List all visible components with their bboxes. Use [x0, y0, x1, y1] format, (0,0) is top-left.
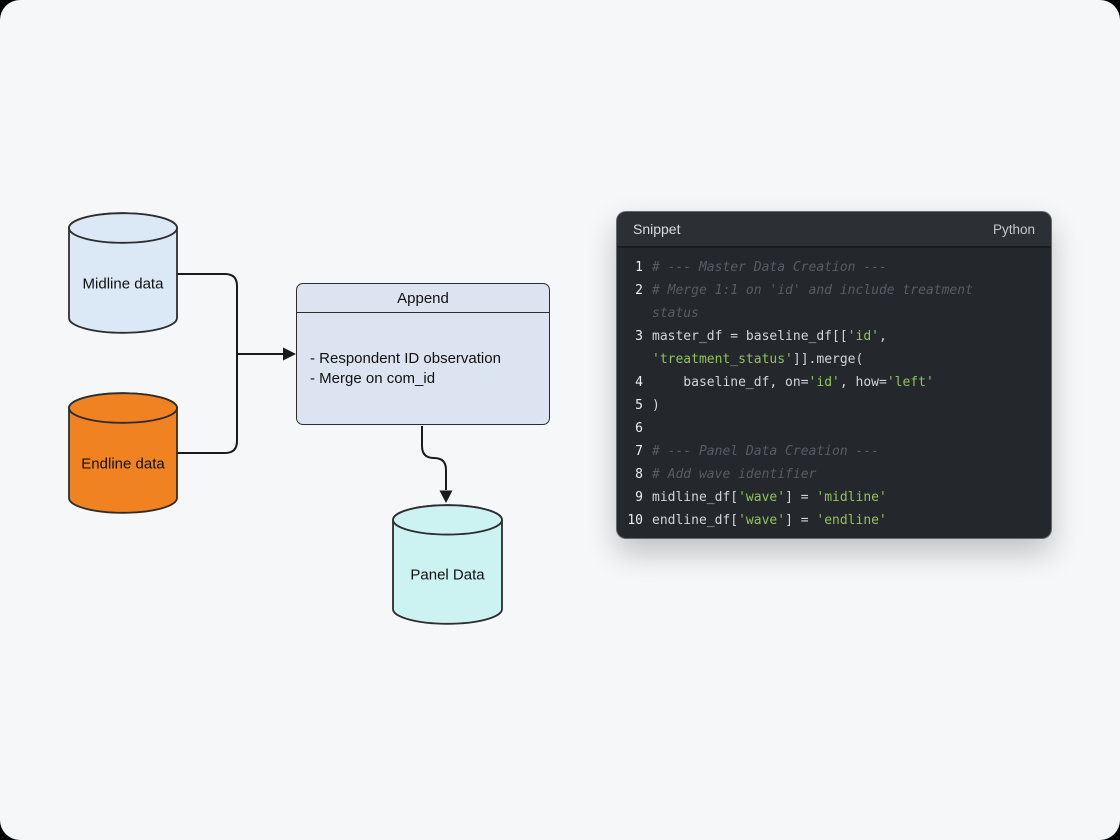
code-line-9: 7 # --- Panel Data Creation ---: [625, 440, 1039, 463]
code-line-4: 3 master_df = baseline_df[['id',: [625, 325, 1039, 348]
midline-data-cylinder: Midline data: [68, 212, 178, 334]
code-text: # --- Panel Data Creation ---: [652, 444, 879, 459]
code-text: # Merge 1:1 on 'id' and include treatmen…: [652, 283, 973, 298]
code-line-12: 10 endline_df['wave'] = 'endline': [625, 509, 1039, 532]
code-text: endline_df['wave'] = 'endline': [652, 513, 887, 528]
code-line-7: 5): [625, 394, 1039, 417]
append-box-item-1: - Respondent ID observation: [310, 350, 501, 367]
line-number: 1: [635, 260, 643, 275]
line-number: 7: [635, 444, 643, 459]
line-number: 8: [635, 467, 643, 482]
merge-connector-line: [177, 273, 238, 454]
append-box-item-2: - Merge on com_id: [310, 370, 436, 387]
code-text: ): [652, 398, 660, 413]
cylinder-shape: [392, 504, 503, 625]
code-line-6: 4 baseline_df, on='id', how='left': [625, 371, 1039, 394]
midline-cylinder-label: Midline data: [82, 275, 164, 293]
line-number: [625, 302, 643, 325]
line-number: 3: [635, 329, 643, 344]
snippet-panel: Snippet Python 1 # --- Master Data Creati…: [616, 211, 1052, 539]
endline-data-cylinder: Endline data: [68, 392, 178, 514]
snippet-language-badge: Python: [992, 221, 1035, 237]
panel-data-cylinder: Panel Data: [392, 504, 503, 625]
code-line-3: status: [625, 302, 1039, 325]
code-line-1: 1 # --- Master Data Creation ---: [625, 256, 1039, 279]
append-box-title: Append: [297, 284, 549, 313]
output-arrowhead-icon: [439, 490, 453, 503]
code-lines: 1 # --- Master Data Creation --- 2 # Merge …: [617, 248, 1051, 538]
code-text: master_df = baseline_df[['id',: [652, 329, 887, 344]
merge-arrowhead-icon: [283, 347, 296, 361]
code-text: 'treatment_status']].merge(: [652, 352, 864, 367]
append-process-box: Append - Respondent ID observation - Mer…: [296, 283, 550, 425]
code-line-2: 2 # Merge 1:1 on 'id' and include treatme…: [625, 279, 1039, 302]
line-number: [625, 348, 643, 371]
code-text: # Add wave identifier: [652, 467, 817, 482]
line-number: 5: [635, 398, 643, 413]
code-text: baseline_df, on='id', how='left': [652, 375, 934, 390]
line-number: 10: [627, 513, 643, 528]
output-arrow-shaft: [421, 426, 447, 490]
line-number: 6: [635, 421, 643, 436]
code-line-8: 6: [625, 417, 1039, 440]
code-text: # --- Master Data Creation ---: [652, 260, 887, 275]
cylinder-shape: [68, 392, 178, 514]
code-text: midline_df['wave'] = 'midline': [652, 490, 887, 505]
code-line-10: 8 # Add wave identifier: [625, 463, 1039, 486]
panel-cylinder-label: Panel Data: [410, 566, 485, 584]
snippet-header: Snippet Python: [617, 212, 1051, 248]
append-box-body: - Respondent ID observation - Merge on c…: [297, 314, 549, 424]
code-line-5: 'treatment_status']].merge(: [625, 348, 1039, 371]
snippet-title: Snippet: [633, 221, 681, 237]
line-number: 9: [635, 490, 643, 505]
cylinder-shape: [68, 212, 178, 334]
line-number: 2: [635, 283, 643, 298]
endline-cylinder-label: Endline data: [81, 455, 165, 473]
code-text: status: [652, 306, 699, 321]
code-line-11: 9 midline_df['wave'] = 'midline': [625, 486, 1039, 509]
line-number: 4: [635, 375, 643, 390]
